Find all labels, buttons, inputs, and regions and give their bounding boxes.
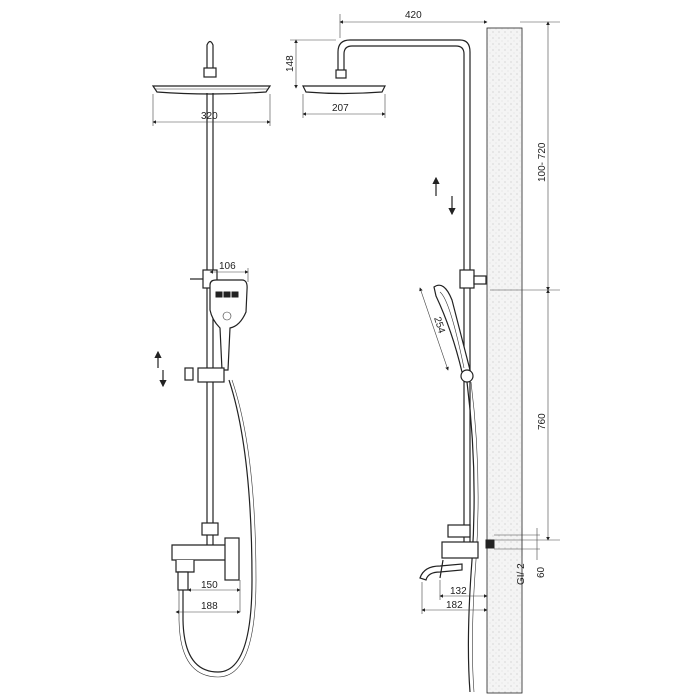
rain-shower-head — [151, 40, 272, 95]
dimension-420: 420 — [339, 10, 488, 38]
dim-label-132: 132 — [450, 586, 467, 597]
dimension-207: 207 — [302, 94, 386, 118]
dim-label-60: 60 — [536, 566, 547, 578]
front-view: 320 106 150 188 — [151, 40, 272, 678]
dim-label-760: 760 — [537, 413, 548, 430]
shower-arm — [302, 39, 487, 545]
dim-label-420: 420 — [405, 10, 422, 21]
dim-label-106: 106 — [219, 261, 236, 272]
dimension-188: 188 — [175, 601, 241, 614]
dim-label-150: 150 — [201, 580, 218, 591]
dimension-106: 106 — [209, 261, 249, 282]
dim-label-188: 188 — [201, 601, 218, 612]
dimension-254: 254 — [419, 287, 449, 371]
dim-label-148: 148 — [285, 55, 296, 72]
side-mixer — [419, 524, 495, 581]
hand-shower — [184, 279, 248, 383]
hose — [182, 379, 253, 673]
dimension-150: 150 — [187, 580, 241, 612]
side-hose — [466, 381, 475, 693]
mixer — [171, 537, 240, 591]
dim-label-254: 254 — [431, 316, 447, 336]
dim-label-320: 320 — [201, 111, 218, 122]
side-view: 420 148 207 100- 720 760 254 — [285, 10, 560, 694]
dim-label-100-720: 100- 720 — [537, 142, 548, 182]
dim-label-182: 182 — [446, 600, 463, 611]
dimension-182: 182 — [421, 582, 488, 614]
wall — [486, 27, 523, 694]
slide-arrows-side — [432, 176, 456, 216]
dimension-thread: GI/ 2 — [494, 528, 540, 585]
slide-arrows — [154, 350, 167, 388]
dimension-760: 760 — [494, 289, 560, 541]
dimension-320: 320 — [152, 94, 271, 126]
dimension-148: 148 — [285, 39, 336, 89]
dim-label-207: 207 — [332, 103, 349, 114]
dimension-height-adjust: 100- 720 — [490, 21, 560, 291]
dimension-60: 60 — [536, 528, 547, 578]
dimension-132: 132 — [439, 580, 488, 600]
dim-label-g12: GI/ 2 — [516, 563, 527, 585]
